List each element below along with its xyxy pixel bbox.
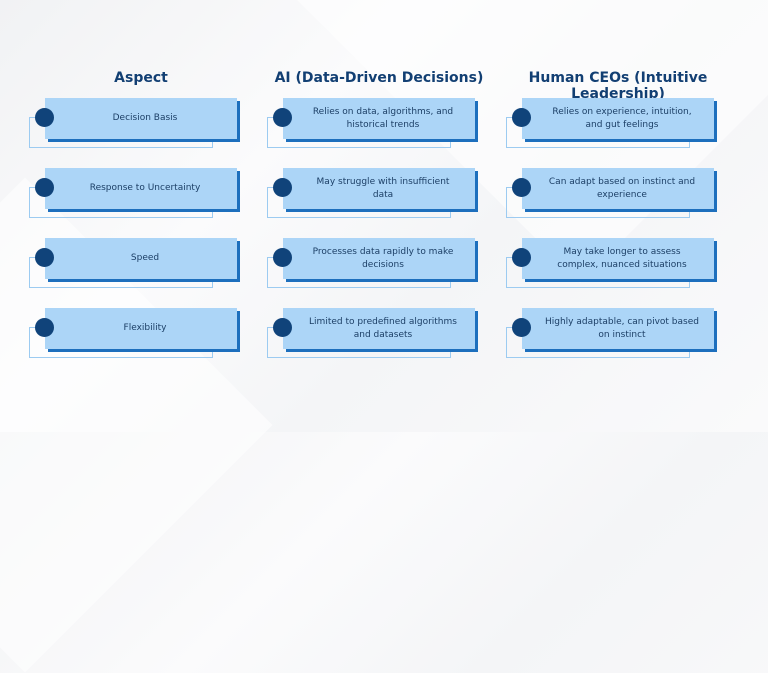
bullet-circle-icon bbox=[512, 108, 531, 127]
cell-box: Flexibility bbox=[45, 308, 237, 349]
cell-box: Speed bbox=[45, 238, 237, 279]
bullet-circle-icon bbox=[273, 248, 292, 267]
table-cell: Limited to predefined algorithms and dat… bbox=[267, 308, 479, 358]
table-cell: Highly adaptable, can pivot based on ins… bbox=[506, 308, 718, 358]
cell-text: Flexibility bbox=[123, 323, 167, 333]
cell-text: Response to Uncertainty bbox=[89, 183, 201, 193]
cell-box: Response to Uncertainty bbox=[45, 168, 237, 209]
table-cell: Response to Uncertainty bbox=[29, 168, 241, 218]
cell-box: Relies on data, algorithms, and historic… bbox=[283, 98, 475, 139]
column-header: Aspect bbox=[114, 70, 168, 86]
cell-box: May take longer to assess complex, nuanc… bbox=[522, 238, 714, 279]
bullet-circle-icon bbox=[35, 318, 54, 337]
bullet-circle-icon bbox=[35, 178, 54, 197]
cell-text: May take longer to assess complex, nuanc… bbox=[557, 246, 687, 270]
cell-text: Can adapt based on instinct and experien… bbox=[548, 176, 696, 200]
column-header: AI (Data-Driven Decisions) bbox=[274, 70, 484, 86]
cell-box: Processes data rapidly to make decisions bbox=[283, 238, 475, 279]
cell-box: May struggle with insufficient data bbox=[283, 168, 475, 209]
cell-box: Highly adaptable, can pivot based on ins… bbox=[522, 308, 714, 349]
table-cell: Flexibility bbox=[29, 308, 241, 358]
cell-text: Relies on data, algorithms, and historic… bbox=[312, 106, 454, 130]
cell-text: Limited to predefined algorithms and dat… bbox=[309, 316, 457, 340]
cell-box: Decision Basis bbox=[45, 98, 237, 139]
cell-text: Processes data rapidly to make decisions bbox=[312, 246, 454, 270]
bullet-circle-icon bbox=[273, 108, 292, 127]
bullet-circle-icon bbox=[35, 108, 54, 127]
cell-text: Decision Basis bbox=[112, 113, 178, 123]
cell-box: Limited to predefined algorithms and dat… bbox=[283, 308, 475, 349]
table-cell: Relies on experience, intuition, and gut… bbox=[506, 98, 718, 148]
table-cell: Processes data rapidly to make decisions bbox=[267, 238, 479, 288]
cell-box: Relies on experience, intuition, and gut… bbox=[522, 98, 714, 139]
bullet-circle-icon bbox=[273, 178, 292, 197]
table-cell: May struggle with insufficient data bbox=[267, 168, 479, 218]
table-cell: Speed bbox=[29, 238, 241, 288]
bullet-circle-icon bbox=[512, 248, 531, 267]
cell-box: Can adapt based on instinct and experien… bbox=[522, 168, 714, 209]
cell-text: Highly adaptable, can pivot based on ins… bbox=[545, 316, 699, 340]
table-cell: Can adapt based on instinct and experien… bbox=[506, 168, 718, 218]
cell-text: May struggle with insufficient data bbox=[316, 176, 450, 200]
table-cell: May take longer to assess complex, nuanc… bbox=[506, 238, 718, 288]
cell-text: Relies on experience, intuition, and gut… bbox=[552, 106, 692, 130]
cell-text: Speed bbox=[130, 253, 160, 263]
bullet-circle-icon bbox=[273, 318, 292, 337]
table-cell: Relies on data, algorithms, and historic… bbox=[267, 98, 479, 148]
bullet-circle-icon bbox=[35, 248, 54, 267]
bullet-circle-icon bbox=[512, 318, 531, 337]
bullet-circle-icon bbox=[512, 178, 531, 197]
table-cell: Decision Basis bbox=[29, 98, 241, 148]
